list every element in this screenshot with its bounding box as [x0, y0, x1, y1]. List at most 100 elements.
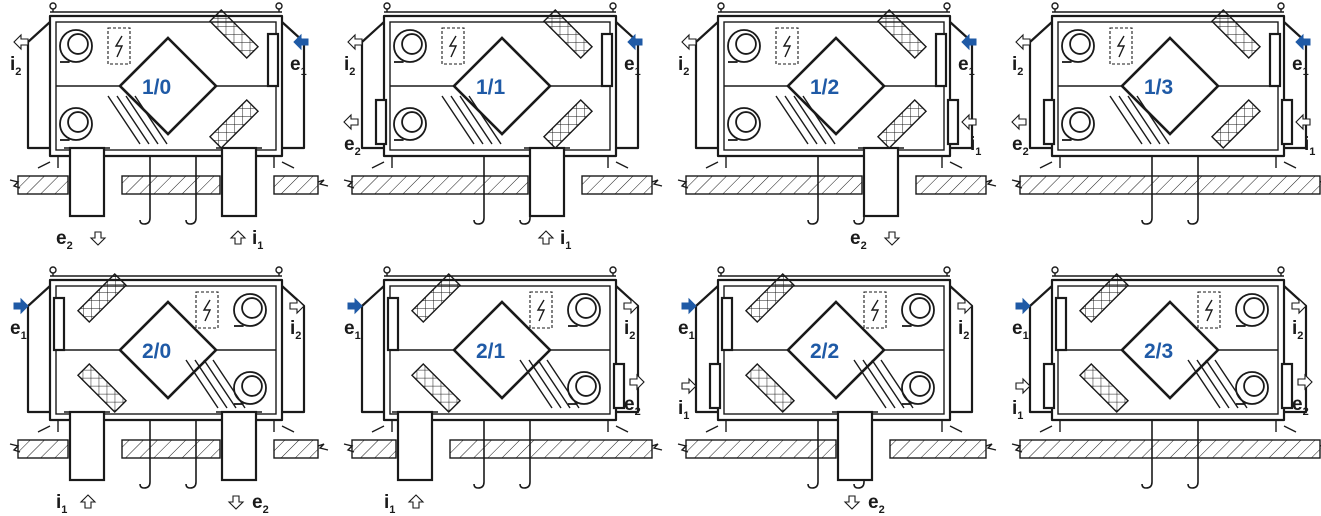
port-e1-letter: e	[344, 318, 355, 339]
lightning-bolt-icon-box	[195, 291, 219, 329]
floor-segment	[121, 439, 221, 459]
e2-arrow-icon	[1011, 113, 1027, 131]
lifting-eye-left	[383, 266, 391, 274]
bottom-duct-e2	[68, 146, 106, 218]
coil-upper	[1078, 272, 1130, 324]
coil-upper	[744, 272, 796, 324]
port-bottom-e2-subscript: 2	[263, 504, 269, 516]
condensate-drain	[473, 420, 485, 489]
floor-segment	[273, 439, 319, 459]
condensate-drain	[185, 420, 197, 489]
fan-lower-icon-rotor	[1243, 375, 1265, 397]
inlet-up-arrow-icon	[229, 230, 247, 245]
bypass-slat	[1118, 95, 1152, 145]
bypass-slat	[793, 95, 827, 145]
coil-lower	[542, 98, 594, 150]
coil-lower	[208, 98, 260, 150]
floor-slab	[9, 439, 329, 459]
condensate-drain	[1141, 156, 1153, 225]
port-i2-letter: i	[678, 54, 683, 75]
port-e1-subscript: 1	[355, 330, 361, 342]
port-e1: e1	[678, 318, 695, 342]
port-e2-subscript: 2	[635, 406, 641, 418]
condensate-drain	[807, 156, 819, 225]
floor-segment	[581, 175, 653, 195]
fan-lower-icon-rotor	[909, 375, 931, 397]
floor-slab	[9, 175, 329, 195]
port-bottom-i1: i1	[560, 228, 571, 252]
i1-arrow-icon	[681, 377, 697, 395]
exhaust-arrow-icon	[1015, 33, 1031, 51]
lightning-bolt-icon-box	[441, 27, 465, 65]
coil-upper	[876, 8, 928, 60]
floor-segment	[685, 175, 863, 195]
fan-upper-icon	[59, 29, 93, 63]
condensate-drain	[1187, 420, 1199, 489]
lifting-eye-left	[1051, 266, 1059, 274]
i1-arrow-icon	[961, 113, 977, 131]
port-i1: i1	[1304, 134, 1315, 158]
foot-right	[949, 161, 963, 169]
port-e1-letter: e	[290, 54, 301, 75]
foot-left	[705, 425, 719, 433]
port-i1-subscript: 1	[683, 410, 689, 422]
port-i2-subscript: 2	[1297, 330, 1303, 342]
port-i1: i1	[1012, 398, 1023, 422]
port-i2-letter: i	[10, 54, 15, 75]
side-stub-upper	[1268, 32, 1282, 88]
port-e2-letter: e	[1012, 134, 1023, 155]
fan-lower-icon-rotor	[67, 111, 89, 133]
port-e1: e1	[290, 54, 307, 78]
fan-lower-icon-rotor	[241, 375, 263, 397]
floor-segment	[351, 439, 397, 459]
bypass-slat	[1196, 359, 1230, 409]
condensate-drain	[1141, 420, 1153, 489]
floor-break-left	[9, 179, 21, 189]
port-i2-subscript: 2	[629, 330, 635, 342]
port-e1-letter: e	[678, 318, 689, 339]
inlet-up-arrow-icon	[407, 494, 425, 509]
coil-lower	[410, 362, 462, 414]
bypass-slat	[1127, 95, 1161, 145]
lightning-bolt-icon	[114, 35, 124, 58]
bypass-slat	[862, 359, 896, 409]
port-i2-subscript: 2	[295, 330, 301, 342]
condensate-drain	[853, 420, 865, 489]
bypass-slat	[134, 95, 168, 145]
foot-right	[949, 425, 963, 433]
port-e1-subscript: 1	[689, 330, 695, 342]
fan-lower-icon	[393, 107, 427, 141]
port-bottom-i1-letter: i	[384, 492, 389, 513]
exhaust-down-arrow-icon	[89, 231, 107, 246]
lifting-eye-right	[943, 2, 951, 10]
port-e2: e2	[344, 134, 361, 158]
port-i2-subscript: 2	[1017, 66, 1023, 78]
config-label: 1/3	[1144, 76, 1173, 99]
port-e2: e2	[624, 394, 641, 418]
condensate-drain	[519, 420, 531, 489]
port-bottom-i1-letter: i	[560, 228, 565, 249]
lifting-eye-right	[1277, 2, 1285, 10]
bottom-duct-i1	[220, 146, 258, 218]
fan-upper-icon-rotor	[1243, 297, 1265, 319]
config-label: 2/1	[476, 340, 506, 363]
fan-upper-icon	[1061, 29, 1095, 63]
exhaust-down-arrow-icon	[883, 231, 901, 246]
fan-lower-icon-rotor	[401, 111, 423, 133]
lightning-bolt-icon-box	[1197, 291, 1221, 329]
port-e1: e1	[958, 54, 975, 78]
hood-right	[615, 21, 640, 150]
intake-arrow-icon	[961, 33, 977, 51]
bypass-slat	[203, 359, 237, 409]
side-duct-e2	[374, 98, 388, 146]
floor-segment	[351, 175, 529, 195]
floor-break-left	[343, 179, 355, 189]
floor-segment	[889, 439, 987, 459]
floor-break-right	[317, 179, 329, 187]
bottom-duct-i1	[68, 410, 106, 482]
intake-arrow-icon	[681, 297, 697, 315]
floor-slab	[677, 439, 997, 459]
floor-slab	[1011, 439, 1321, 459]
